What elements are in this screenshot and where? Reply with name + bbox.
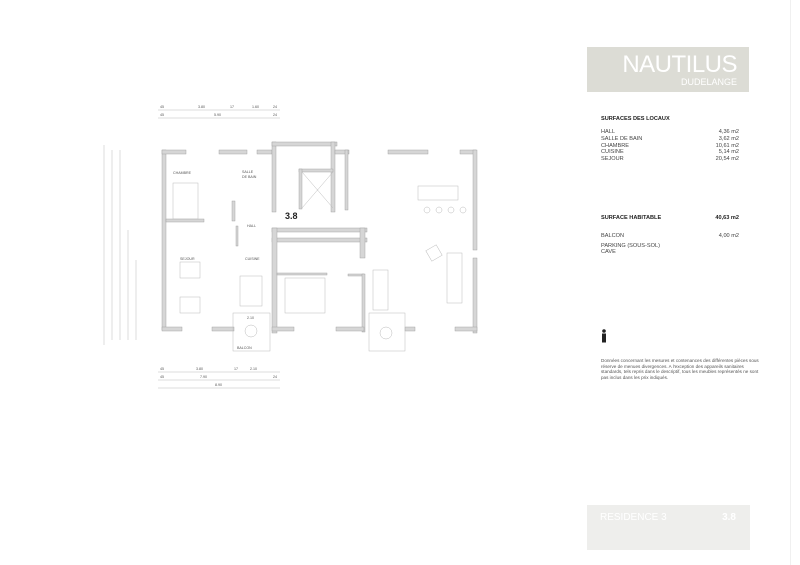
dim: 45 [160, 375, 164, 379]
furniture [172, 171, 467, 352]
room-row: SEJOUR 20,54 m2 [601, 156, 739, 163]
person-scale-icon [602, 329, 606, 343]
residence-label: RESIDENCE 3 [600, 512, 667, 523]
balcony-right [368, 312, 406, 352]
dim: 45 [160, 367, 164, 371]
room-name: CHAMBRE [601, 142, 629, 149]
page-edge [790, 0, 791, 565]
dim: 8.90 [215, 383, 222, 387]
unit-number: 3.8 [722, 512, 736, 523]
balcon-value: 4,00 m2 [718, 232, 739, 239]
room-label-chambre: CHAMBRE [173, 171, 192, 175]
dim: 24 [273, 105, 277, 109]
room-area: 10,61 m2 [715, 142, 739, 149]
room-name: SEJOUR [601, 156, 624, 163]
dim: 7.90 [200, 375, 207, 379]
cave-label: CAVE [601, 249, 616, 256]
total-value: 40,63 m2 [715, 215, 739, 221]
dim: 5.90 [214, 113, 221, 117]
room-label-balcon: BALCON [237, 346, 252, 350]
dim: 17 [234, 367, 238, 371]
balcon-row: BALCON 4,00 m2 [601, 233, 739, 240]
balcony-dim: 2.10 [247, 316, 254, 320]
balcony-left [232, 312, 271, 352]
dim: 17 [230, 105, 234, 109]
title-banner: NAUTILUS DUDELANGE [587, 47, 749, 92]
room-area: 4,36 m2 [718, 129, 739, 135]
room-label-sdb: DE BAIN [242, 175, 257, 179]
room-label-hall: HALL [247, 224, 256, 228]
dim: 3.80 [198, 105, 205, 109]
dim: 45 [160, 113, 164, 117]
room-row: SALLE DE BAIN 3,62 m2 [601, 136, 739, 143]
room-area: 5,14 m2 [718, 149, 739, 156]
project-title: NAUTILUS [622, 51, 737, 78]
footer-banner: RESIDENCE 3 3.8 [587, 505, 750, 550]
floor-plan: 45 3.80 17 1.60 24 45 5.90 24 45 3.80 17… [103, 105, 478, 389]
room-area: 20,54 m2 [715, 156, 739, 163]
dimension-lines [103, 109, 280, 389]
disclaimer-note: Données concernant les mesures et conten… [601, 358, 759, 380]
room-area: 3,62 m2 [718, 135, 739, 142]
room-name: HALL [601, 129, 615, 135]
dim: 24 [273, 375, 277, 379]
room-row: HALL 4,36 m2 [601, 129, 739, 136]
dim: 1.60 [252, 105, 259, 109]
walls [161, 141, 478, 334]
project-location: DUDELANGE [680, 77, 737, 87]
room-label-cuisine: CUISINE [245, 257, 260, 261]
room-label-sejour: SEJOUR [180, 257, 195, 261]
room-name: SALLE DE BAIN [601, 135, 643, 142]
dim: 24 [273, 113, 277, 117]
surfaces-heading: SURFACES DES LOCAUX [601, 116, 670, 122]
total-label: SURFACE HABITABLE [601, 215, 662, 221]
total-row: SURFACE HABITABLE 40,63 m2 [601, 215, 739, 222]
room-label-sdb: SALLE [242, 170, 254, 174]
dim: 2.10 [250, 367, 257, 371]
balcon-label: BALCON [601, 232, 625, 239]
surfaces-section: SURFACES DES LOCAUX HALL 4,36 m2 SALLE DE… [601, 116, 739, 163]
room-name: CUISINE [601, 149, 624, 156]
unit-label: 3.8 [285, 211, 298, 221]
dim: 3.80 [196, 367, 203, 371]
room-row: CUISINE 5,14 m2 [601, 149, 739, 156]
parking-label: PARKING (SOUS-SOL) [601, 242, 660, 249]
dim: 45 [160, 105, 164, 109]
room-row: CHAMBRE 10,61 m2 [601, 143, 739, 150]
